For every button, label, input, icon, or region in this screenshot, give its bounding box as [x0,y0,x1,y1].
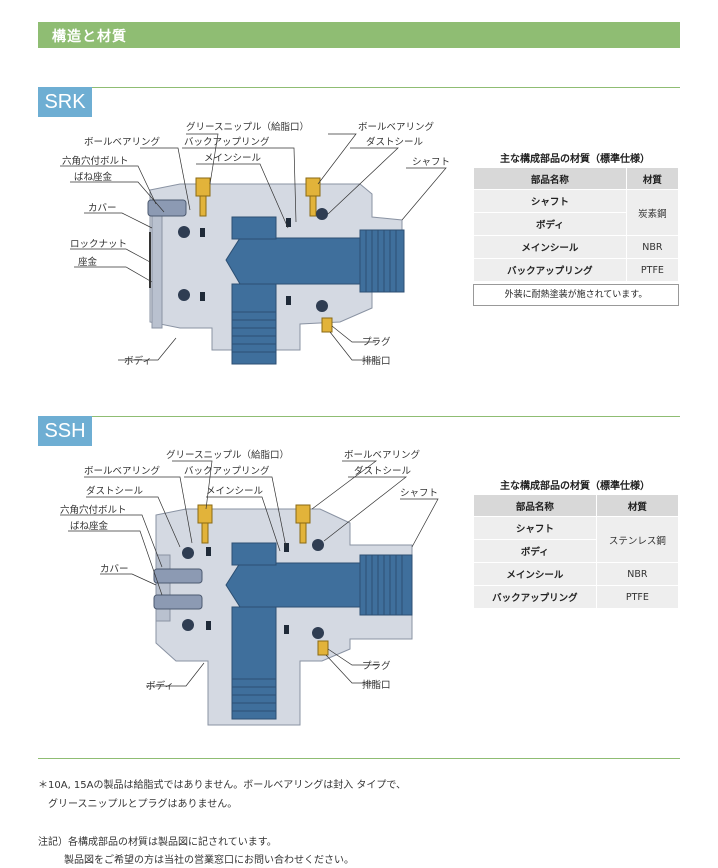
ssh-label-ball-bearing-left: ボールベアリング [84,465,161,477]
ssh-label-ball-bearing-top: ボールベアリング [344,449,421,461]
note-line-2: 製品図をご希望の方は当社の営業窓口にお問い合わせください。 [64,855,354,866]
srk-label-hex-bolt: 六角穴付ボルト [62,155,129,167]
ssh-label-shaft: シャフト [400,488,438,499]
srk-shaft-horizontal [225,237,361,285]
ssh-label-body: ボディ [146,680,174,692]
ssh-label-drain: 排脂口 [362,679,391,691]
ssh-shaft-vertical [231,606,277,720]
ssh-label-grease-nipple: グリースニップル（給脂口） [166,449,289,461]
srk-label-ball-bearing-top: ボールベアリング [358,121,435,133]
footer-rule [38,758,680,759]
ssh-label-backup-ring: バックアップリング [184,465,270,477]
ssh-spec-table: 部品名称 材質 シャフト ステンレス鋼 ボディ メインシール NBR バックアッ… [473,494,680,609]
ssh-cover-block [155,554,171,622]
srk-cell-part: シャフト [473,189,627,213]
srk-cell-part: バックアップリング [473,258,627,282]
srk-diagram: グリースニップル（給脂口） ボールベアリング バックアップリング ボールベアリン… [0,112,470,382]
ssh-section-rule [38,416,680,417]
srk-cell-material: NBR [625,235,680,259]
ssh-diagram: グリースニップル（給脂口） ボールベアリング バックアップリング ボールベアリン… [0,443,470,733]
ssh-cell-part: シャフト [473,516,597,540]
srk-label-shaft: シャフト [412,157,450,168]
ssh-label-dust-seal-right: ダストシール [354,465,412,477]
ssh-cell-material: PTFE [595,585,680,609]
srk-label-backup-ring: バックアップリング [184,136,270,148]
srk-th-material: 材質 [625,167,680,190]
ssh-grease-nipple-right [295,504,311,524]
ssh-cell-part: ボディ [473,539,597,563]
section-header-bar: 構造と材質 [38,22,680,48]
ssh-spec-title: 主な構成部品の材質（標準仕様） [500,481,650,492]
srk-label-cover: カバー [88,203,117,214]
ssh-label-spring-washer: ばね座金 [70,520,109,532]
footnote-line-2: グリースニップルとプラグはありません。 [48,799,238,810]
ssh-label-plug: プラグ [362,660,391,672]
ssh-body-shape [155,508,413,726]
srk-plug [321,317,333,333]
ssh-bearing-ball [182,547,194,559]
srk-spec-table: 部品名称 材質 シャフト 炭素鋼 ボディ メインシール NBR バックアップリン… [473,167,680,282]
srk-spec-title: 主な構成部品の材質（標準仕様） [500,154,650,165]
srk-hex-bolt [147,199,187,217]
srk-cell-material: PTFE [625,258,680,282]
srk-cell-material: 炭素鋼 [625,189,680,236]
ssh-grease-nipple-left [197,504,213,524]
srk-grease-nipple-left [195,177,211,197]
srk-th-part: 部品名称 [473,167,627,190]
srk-cell-part: ボディ [473,212,627,236]
ssh-cell-material: NBR [595,562,680,586]
ssh-label-cover: カバー [100,564,129,575]
srk-label-plug: プラグ [362,336,391,348]
srk-cell-part: メインシール [473,235,627,259]
srk-bearing-ball [178,226,190,238]
ssh-cell-part: メインシール [473,562,597,586]
ssh-th-part: 部品名称 [473,494,597,517]
srk-label-spring-washer: ばね座金 [74,171,113,183]
ssh-model-tag: SSH [38,416,92,446]
ssh-label-dust-seal-left: ダストシール [86,485,144,497]
srk-shaft-vertical [231,283,277,365]
srk-label-washer: 座金 [78,256,98,268]
srk-shaft-thread [359,229,405,293]
srk-label-lock-nut: ロックナット [70,239,127,250]
ssh-shaft-horizontal [225,562,361,608]
srk-label-body: ボディ [124,355,152,367]
srk-model-tag: SRK [38,87,92,117]
srk-label-dust-seal: ダストシール [366,136,424,148]
ssh-label-main-seal: メインシール [206,486,264,497]
section-title: 構造と材質 [52,29,127,45]
ssh-th-material: 材質 [595,494,680,517]
srk-label-drain: 排脂口 [362,355,391,367]
ssh-shaft-thread [359,554,413,616]
ssh-hex-bolt [153,568,203,584]
footnote-line-1: ＊10A, 15Aの製品は給脂式ではありません。ボールベアリングは封入 タイプで… [38,780,406,791]
ssh-cell-material: ステンレス鋼 [595,516,680,563]
srk-grease-nipple-right [305,177,321,197]
srk-spec-note: 外装に耐熱塗装が施されています。 [473,284,679,306]
note-line-1: 注記）各構成部品の材質は製品図に記されています。 [38,837,277,848]
srk-label-ball-bearing-left: ボールベアリング [84,136,161,148]
srk-cover-plate [151,209,163,329]
srk-section-rule [38,87,680,88]
srk-label-main-seal: メインシール [204,153,262,164]
ssh-cell-part: バックアップリング [473,585,597,609]
srk-label-grease-nipple: グリースニップル（給脂口） [186,121,309,133]
ssh-plug [317,640,329,656]
ssh-label-hex-bolt: 六角穴付ボルト [60,504,127,516]
